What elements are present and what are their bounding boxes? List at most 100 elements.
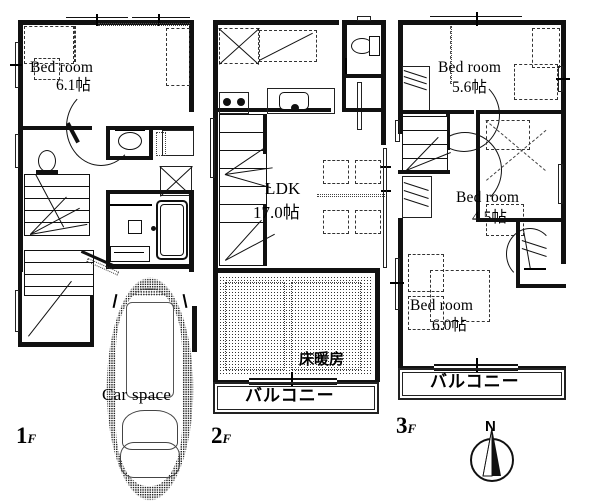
wall-2f-wc-bottom [342,74,386,78]
floor-suffix-1f: F [27,431,37,446]
stair-step-2f-2 [219,150,267,152]
window-1f-wc [15,134,19,168]
window-1f-genkan [15,290,19,332]
window-2f-balcony-door [249,378,337,385]
window-mullion-2f [291,372,293,386]
room-label-1f-bedroom: Bed room [30,59,94,76]
wall-1f-right-upper [189,20,194,112]
floor-suffix-2f: F [222,431,232,446]
wall-2f-left [213,20,218,268]
wall-3f-bed2-left [476,110,480,222]
stove-2f [219,92,249,114]
counter-1f-lavatory [115,130,145,131]
wall-3f-left-lower [398,218,403,370]
table-2f [317,194,387,197]
wall-1f-mid-a [18,126,92,130]
window-mark-3f-a [556,78,570,80]
compass-needle-icon [482,427,501,477]
window-mullion-3f-b [476,358,478,372]
rail-1f-top [98,23,190,26]
wall-1f-wc-bottom [106,156,153,160]
closet-3f-bed1 [532,28,560,68]
toilet-1f-bowl [38,150,56,172]
window-2f-wc [357,16,371,21]
wall-1f-bath-bottom [106,264,194,269]
car-front-1f [120,442,180,478]
compass-north-label: N [485,418,496,435]
floor-number-2f: 2 [211,423,223,448]
stair-step-1f-7 [24,286,94,288]
stove-burner-2f-a [223,98,231,106]
wall-3f-top [398,20,566,25]
balcony-3f [398,368,566,400]
stair-step-3f-1 [402,130,448,132]
stair-step-2f-3 [219,168,267,170]
wall-3f-right-mid [561,136,566,264]
washer-1f [110,246,150,262]
floor-label-3f: 3F [396,413,417,438]
divider-dash-1f [74,26,76,62]
closet-1f-right [162,130,194,156]
stair-step-2f-6 [219,222,267,224]
wall-1f-bath-left [106,190,110,268]
furniture-2f-d [355,210,381,234]
wall-1f-bath-top [106,190,194,194]
door-arc-1f-bedroom [66,88,136,166]
stair-step-1f-3 [24,210,90,212]
floor-number-1f: 1 [16,423,28,448]
room-label-3f-bedroom2: Bed room [456,189,520,206]
wall-2f-wc-left [342,20,347,78]
washer-1f-detail [114,252,144,253]
floor-suffix-3f: F [407,421,417,436]
room-label-3f-bedroom1: Bed room [438,59,502,76]
closet-1f-x [160,166,192,196]
sink-1f-lavatory [118,132,142,150]
wall-2f-kitchen-bottom [213,108,331,112]
floor-heating-zone-2f [219,276,373,376]
wall-1f-genkan-bottom [18,342,94,347]
furniture-2f-b [355,160,381,184]
car-hood-1f [122,410,178,450]
stair-step-1f-6 [24,274,94,276]
window-mark-1f-left [10,64,22,66]
toilet-2f-door [345,58,347,74]
wall-3f-stair-bottom [398,170,450,174]
window-1f-top-b [132,17,190,21]
wall-2f-living-top [213,268,379,273]
room-label-3f-bedroom3: Bed room [410,297,474,314]
room-label-2f-ldk: LDK [265,179,301,198]
wall-2f-living-left [213,268,218,382]
room-size-2f-ldk: 17.0帖 [253,203,300,222]
wall-1f-top [18,20,194,25]
appliance-1f-vanity [128,220,142,234]
window-2f-left [210,118,215,178]
stair-step-1f-4 [24,222,90,224]
stove-burner-2f-b [237,98,245,106]
stair-step-2f-5 [219,204,267,206]
floor-label-1f: 1F [16,423,37,448]
closet-3f-bed3-a [408,254,444,292]
door-arc-3f-bed2 [428,132,502,208]
bathtub-1f-inner [160,204,184,256]
wall-1f-genkan-left [18,268,22,346]
window-3f-left-a [395,120,400,142]
stair-step-3f-3 [402,158,448,160]
wall-3f-closet-bottom-b [516,284,566,288]
compass-rose: N [470,418,530,492]
wall-2f-right-mid [342,78,346,112]
door-leaf-3f-a [450,110,474,114]
closet-2f-x [219,28,259,64]
floor-plan-1f: Bed room 6.1帖 [10,14,200,502]
annotation-2f-floor-heating: 床暖房 [299,350,345,368]
counter-1f-vanity [110,204,152,206]
closet-1f-bedroom [24,26,74,64]
wall-3f-hall-top [398,110,450,114]
stair-step-1f-5 [24,262,94,264]
wall-2f-stair-right [263,114,267,154]
closet-3f-bed3-b [408,296,444,330]
wall-2f-living-right [375,268,380,382]
floor-number-3f: 3 [396,413,408,438]
stairs-2f [219,114,267,266]
stair-step-1f-1 [24,186,90,188]
